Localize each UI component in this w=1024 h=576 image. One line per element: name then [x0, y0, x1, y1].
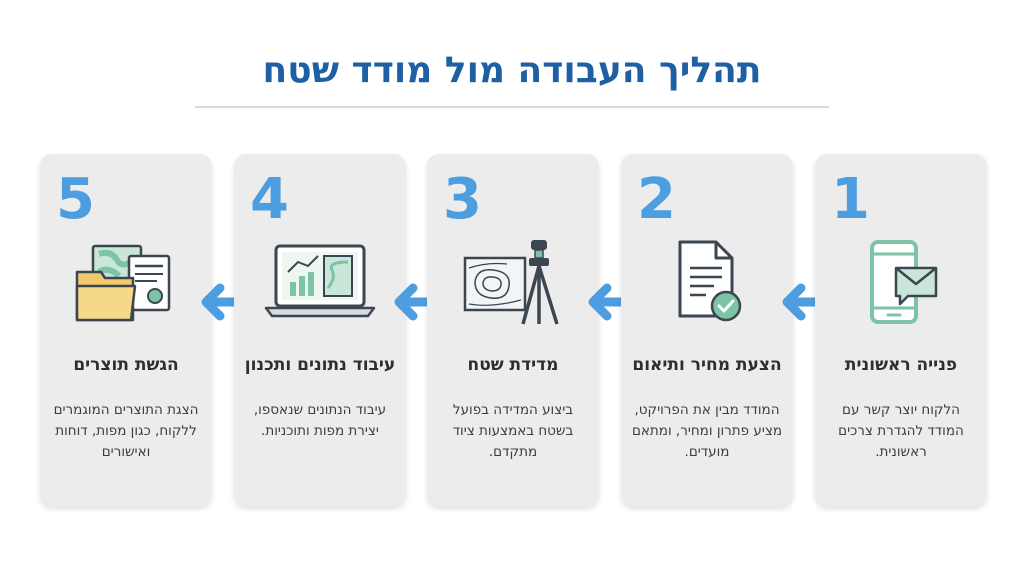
step-heading: מדידת שטח: [467, 355, 559, 375]
step-number: 5: [56, 167, 95, 232]
step-number: 4: [250, 167, 289, 232]
step-heading: הצעת מחיר ותיאום: [632, 355, 782, 375]
folder-maps-certificate-icon: [40, 238, 212, 328]
step-heading: פנייה ראשונית: [844, 355, 958, 375]
step-card-1: 1 פנייה ראשונית הלקוח יוצר קשר עם המודד …: [815, 154, 987, 506]
laptop-chart-icon: [234, 238, 406, 328]
step-heading: הגשת תוצרים: [73, 355, 179, 375]
page-title: תהליך העבודה מול מודד שטח: [262, 50, 762, 91]
step-heading: עיבוד נתונים ותכנון: [244, 355, 396, 375]
document-check-icon: [621, 238, 793, 328]
step-card-5: 5 הגשת תוצרים הצגת התוצרים המוגמרים ללקו…: [40, 154, 212, 506]
step-description: הלקוח יוצר קשר עם המודד להגדרת צרכים ראש…: [838, 402, 964, 460]
step-card-2: 2 הצעת מחיר ותיאום המודד מבין את הפרויקט…: [621, 154, 793, 506]
step-card-3: 3 מדידת שטח ביצוע המדידה בפועל בשטח באמצ…: [427, 154, 599, 506]
step-card-4: 4 עיבוד נתונים ותכנון עיבוד הנתונים שנאס…: [234, 154, 406, 506]
step-description: הצגת התוצרים המוגמרים ללקוח, כגון מפות, …: [53, 402, 199, 460]
survey-instrument-icon: [427, 238, 599, 328]
step-number: 2: [637, 167, 676, 232]
title-divider: [195, 106, 829, 108]
step-description: ביצוע המדידה בפועל בשטח באמצעות ציוד מתק…: [452, 402, 574, 460]
step-number: 3: [443, 167, 482, 232]
phone-envelope-icon: [815, 238, 987, 328]
step-description: עיבוד הנתונים שנאספו, יצירת מפות ותוכניו…: [253, 402, 387, 439]
step-description: המודד מבין את הפרויקט, מציע פתרון ומחיר,…: [631, 402, 783, 460]
step-number: 1: [831, 167, 870, 232]
